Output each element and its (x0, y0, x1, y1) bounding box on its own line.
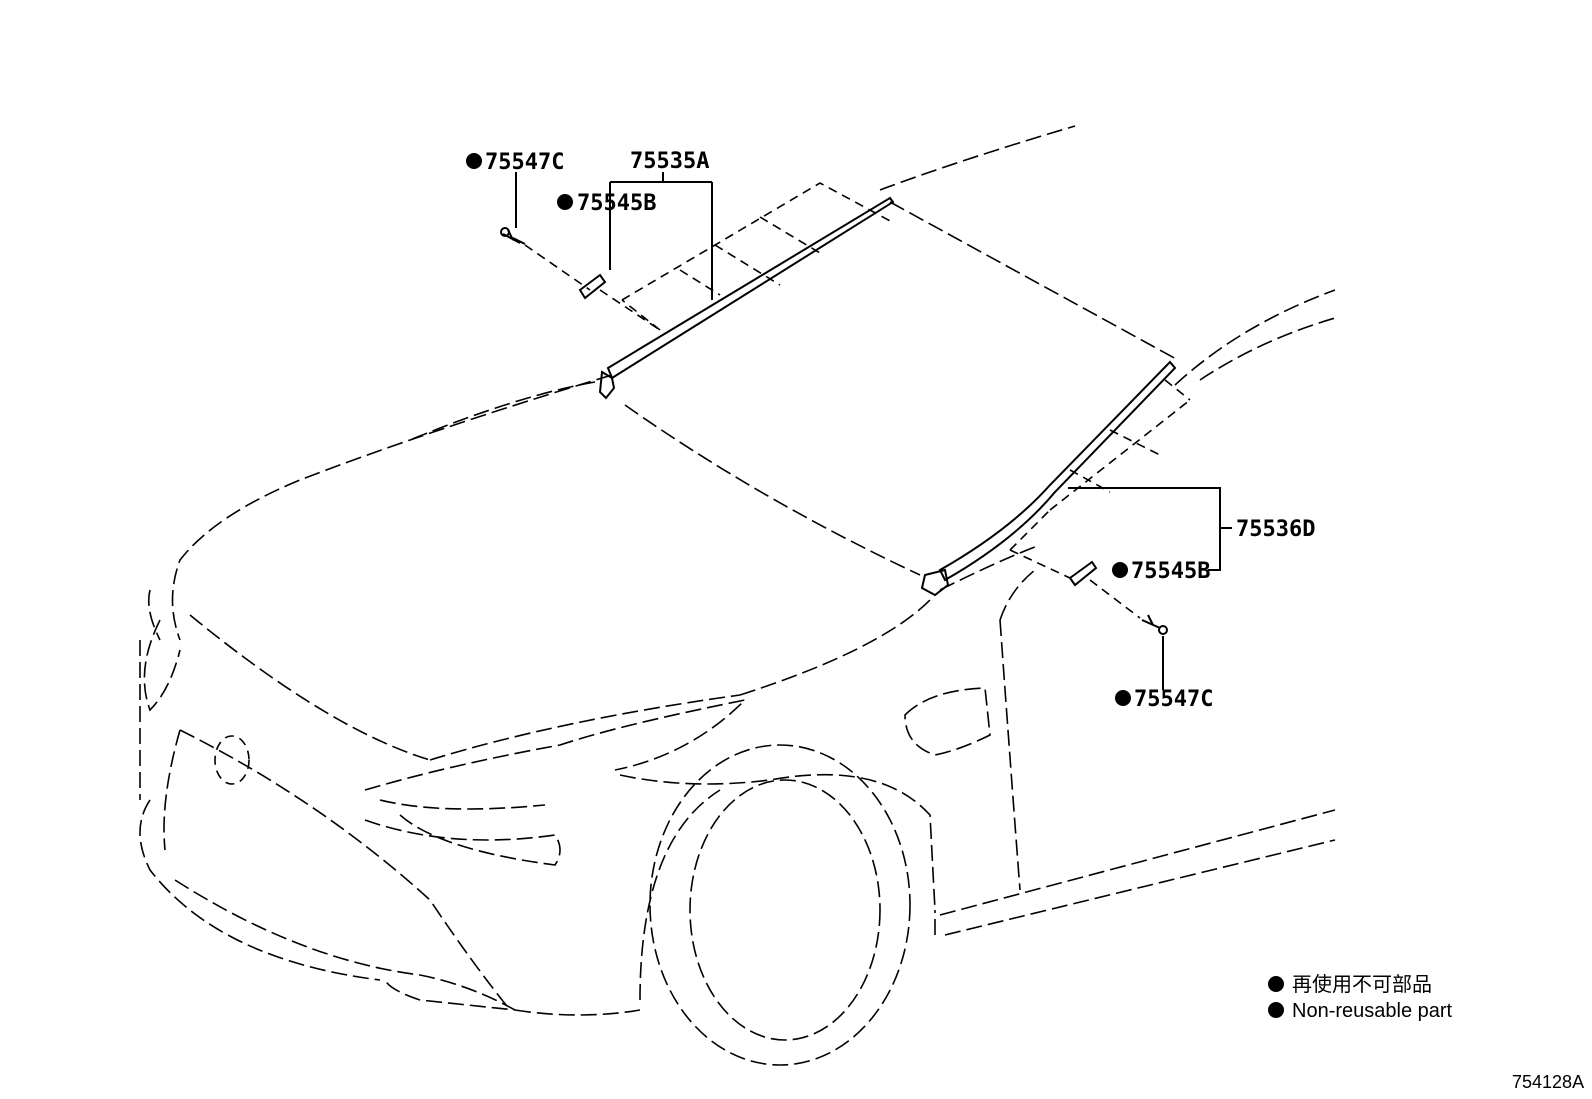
label-75545b-right: 75545B (1131, 559, 1210, 584)
legend-text-en: Non-reusable part (1292, 1000, 1453, 1022)
label-75547c-left: 75547C (485, 150, 564, 175)
non-reusable-marker (466, 153, 482, 169)
label-75545b-left: 75545B (577, 191, 656, 216)
legend-marker-en (1268, 1002, 1284, 1018)
non-reusable-marker (1115, 690, 1131, 706)
non-reusable-marker (1112, 562, 1128, 578)
non-reusable-marker (557, 194, 573, 210)
screw-75547c-left (500, 227, 591, 291)
legend: 再使用不可部品 Non-reusable part (1268, 973, 1453, 1022)
legend-marker-jp (1268, 976, 1284, 992)
clip-75545b-right (1009, 549, 1141, 619)
label-75536d: 75536D (1236, 517, 1315, 542)
label-75535a: 75535A (630, 149, 709, 174)
leader-lines (515, 172, 1232, 690)
part-labels: 75547C 75535A 75545B 75536D 75545B 75547… (466, 149, 1315, 712)
label-75547c-right: 75547C (1134, 687, 1213, 712)
screw-75547c-right (1141, 614, 1168, 635)
legend-text-jp: 再使用不可部品 (1292, 973, 1432, 996)
diagram-code: 754128A (1512, 1072, 1584, 1092)
clip-75545b-left (578, 273, 661, 331)
car-outline (139, 125, 1336, 1066)
moulding-75535a (598, 182, 895, 400)
